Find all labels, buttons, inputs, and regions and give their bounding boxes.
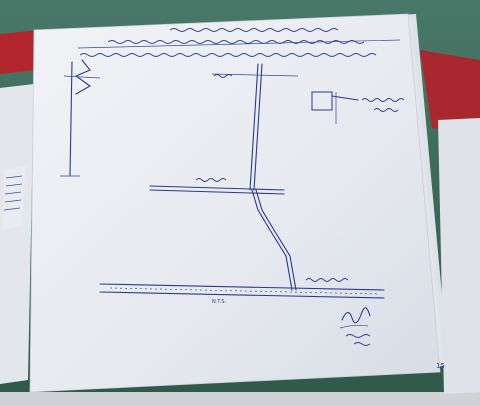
drawing-sheet <box>29 13 441 393</box>
scale-label: N.T.S. <box>212 299 227 305</box>
under-sheet-right <box>438 118 480 394</box>
annotations <box>195 74 349 282</box>
signature <box>339 307 371 346</box>
under-sheet-left <box>0 84 34 384</box>
header-handwriting <box>77 28 401 57</box>
ledger-page-edge <box>2 166 26 230</box>
floor-strip <box>0 392 480 405</box>
road-layout <box>99 63 385 299</box>
red-cloth-left <box>0 30 40 74</box>
structure-box <box>311 91 405 124</box>
red-cloth-right <box>420 50 480 135</box>
page-number: 15 <box>436 362 445 370</box>
north-symbol <box>60 59 101 177</box>
